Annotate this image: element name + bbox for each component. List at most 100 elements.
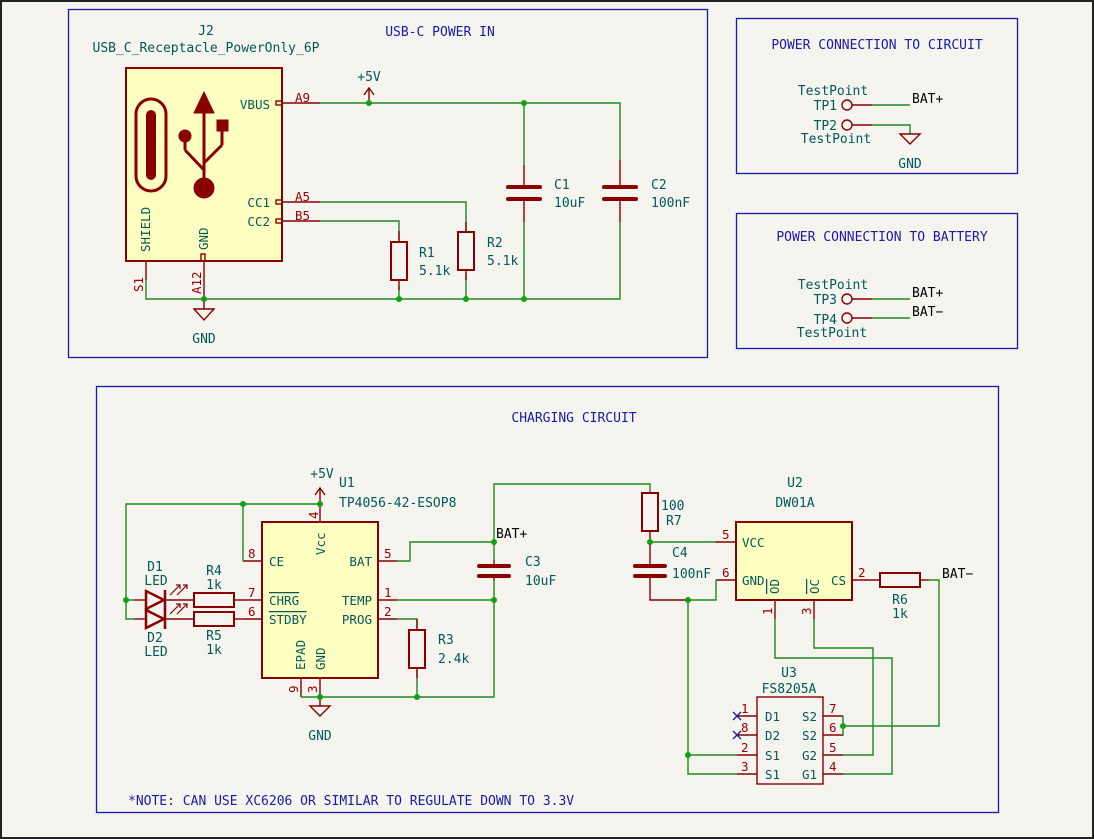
d1-value: LED <box>144 574 168 589</box>
c2-value: 100nF <box>651 196 690 211</box>
resistor-r2[interactable]: R2 5.1k <box>457 222 518 280</box>
u2-body <box>735 521 853 601</box>
u1-ref: U1 <box>339 476 355 491</box>
led-d1[interactable]: D1 LED <box>134 560 194 612</box>
u3-left-pin-number: 1 <box>741 701 749 716</box>
r1-value: 5.1k <box>419 264 450 279</box>
u1-pin-bat: BAT <box>349 554 372 569</box>
usb-power-in-frame <box>67 8 709 359</box>
charging-circuit-title: CHARGING CIRCUIT <box>511 411 636 426</box>
junctions-charging <box>123 501 846 758</box>
ic-u2-dw01a[interactable]: U2 DW01A VCC GND CS OD OC 5 6 2 1 3 <box>716 476 880 619</box>
usb-trident-icon <box>178 90 229 199</box>
gnd-symbol-circuit: GND <box>898 133 922 172</box>
power-to-battery-frame <box>735 212 1019 350</box>
testpoint-tp3[interactable]: TestPoint TP3 <box>798 278 910 308</box>
u1-pinnum-epad: 9 <box>286 685 301 693</box>
led-d2[interactable]: D2 LED <box>134 603 194 660</box>
u3-right-pin-name: S2 <box>802 728 817 743</box>
resistor-r4[interactable]: R4 1k <box>193 564 243 608</box>
light-emission-icon <box>169 603 188 615</box>
usb-c-receptacle-icon <box>134 97 168 193</box>
c2-ref: C2 <box>651 178 667 193</box>
net-label-bat-plus-2: BAT+ <box>912 286 943 301</box>
u2-pin-od: OD <box>767 579 782 594</box>
u2-pin-cs: CS <box>831 573 846 588</box>
u2-pinnum-cs: 2 <box>858 565 866 580</box>
r3-value: 2.4k <box>438 652 469 667</box>
u3-left-pin-number: 3 <box>741 759 749 774</box>
power-to-battery-title: POWER CONNECTION TO BATTERY <box>776 230 987 245</box>
capacitor-c1[interactable]: C1 10uF <box>506 165 585 222</box>
u2-pin-oc: OC <box>807 579 822 594</box>
r4-value: 1k <box>206 578 222 593</box>
j2-pinnum-vbus: A9 <box>295 90 310 105</box>
u1-pin-temp: TEMP <box>342 593 372 608</box>
regulator-note: *NOTE: CAN USE XC6206 OR SIMILAR TO REGU… <box>128 794 574 809</box>
tp4-value: TestPoint <box>797 326 867 341</box>
c1-ref: C1 <box>554 178 570 193</box>
usb-section-wires <box>145 102 621 300</box>
usb-power-in-title: USB-C POWER IN <box>385 25 495 40</box>
junctions-usb <box>201 100 527 302</box>
u3-left-pin-name: D2 <box>765 728 780 743</box>
resistor-r5[interactable]: R5 1k <box>193 611 243 658</box>
r1-ref: R1 <box>419 246 435 261</box>
power-5v-usb: +5V <box>357 70 381 103</box>
u1-pinnum-bat: 5 <box>384 546 392 561</box>
resistor-r7[interactable]: 100 R7 <box>641 492 684 542</box>
testpoint-tp4[interactable]: TP4 TestPoint <box>797 312 910 341</box>
capacitor-c2[interactable]: C2 100nF <box>602 160 690 222</box>
resistor-r1[interactable]: R1 5.1k <box>390 231 450 290</box>
resistor-r6[interactable]: R6 1k <box>879 572 929 622</box>
u1-pin-ce: CE <box>269 554 284 569</box>
u3-left-pin-number: 8 <box>741 720 749 735</box>
d2-value: LED <box>144 645 168 660</box>
testpoint-tp2[interactable]: TP2 TestPoint <box>801 119 911 147</box>
ic-u1-tp4056[interactable]: U1 TP4056-42-ESOP8 CE CHRG STDBY BAT TEM… <box>243 476 456 697</box>
capacitor-c3[interactable]: C3 10uF <box>477 555 556 589</box>
j2-pin-vbus: VBUS <box>240 97 270 112</box>
power-5v-charger: +5V <box>310 467 334 504</box>
j2-usb-c-connector[interactable]: J2 USB_C_Receptacle_PowerOnly_6P VBUS CC… <box>93 24 320 298</box>
testpoint-tp1[interactable]: TestPoint TP1 <box>798 84 910 114</box>
u1-pinnum-temp: 1 <box>384 585 392 600</box>
tp3-value: TestPoint <box>798 278 868 293</box>
gnd-label-usb: GND <box>192 332 216 347</box>
u1-pinnum-gnd: 3 <box>305 685 320 693</box>
net-label-bat-minus-1: BAT− <box>912 305 943 320</box>
r4-ref: R4 <box>206 564 222 579</box>
resistor-r3[interactable]: R3 2.4k <box>408 619 469 678</box>
u1-pin-chrg: CHRG <box>269 593 299 608</box>
u1-pinnum-vcc: 4 <box>306 511 321 519</box>
u3-right-pin-name: G1 <box>802 767 817 782</box>
r6-ref: R6 <box>892 593 908 608</box>
tp4-ref: TP4 <box>814 313 838 328</box>
d1-ref: D1 <box>147 560 163 575</box>
capacitor-c4[interactable]: C4 100nF <box>633 542 711 601</box>
no-connect-markers <box>732 711 742 740</box>
u3-right-pin-name: G2 <box>802 748 817 763</box>
u1-pinnum-chrg: 7 <box>248 585 256 600</box>
u3-body <box>756 696 824 785</box>
net-label-bat-plus-3: BAT+ <box>496 527 527 542</box>
u3-right-pin-name: S2 <box>802 709 817 724</box>
u1-pin-vcc: Vcc <box>313 532 328 555</box>
j2-ref: J2 <box>198 24 214 39</box>
r2-ref: R2 <box>487 236 503 251</box>
gnd-label-circuit: GND <box>898 157 922 172</box>
u1-value: TP4056-42-ESOP8 <box>339 496 456 511</box>
power-to-circuit-title: POWER CONNECTION TO CIRCUIT <box>771 38 982 53</box>
u2-pinnum-oc: 3 <box>799 607 814 615</box>
tp3-ref: TP3 <box>814 293 837 308</box>
r7-value: 100 <box>661 499 684 514</box>
c3-ref: C3 <box>525 555 541 570</box>
net-label-bat-minus-2: BAT− <box>942 567 973 582</box>
r6-value: 1k <box>892 607 908 622</box>
u1-pinnum-stdby: 6 <box>248 604 256 619</box>
tp2-ref: TP2 <box>814 119 837 134</box>
j2-pinnum-gnd: A12 <box>189 271 204 294</box>
c4-ref: C4 <box>672 546 688 561</box>
